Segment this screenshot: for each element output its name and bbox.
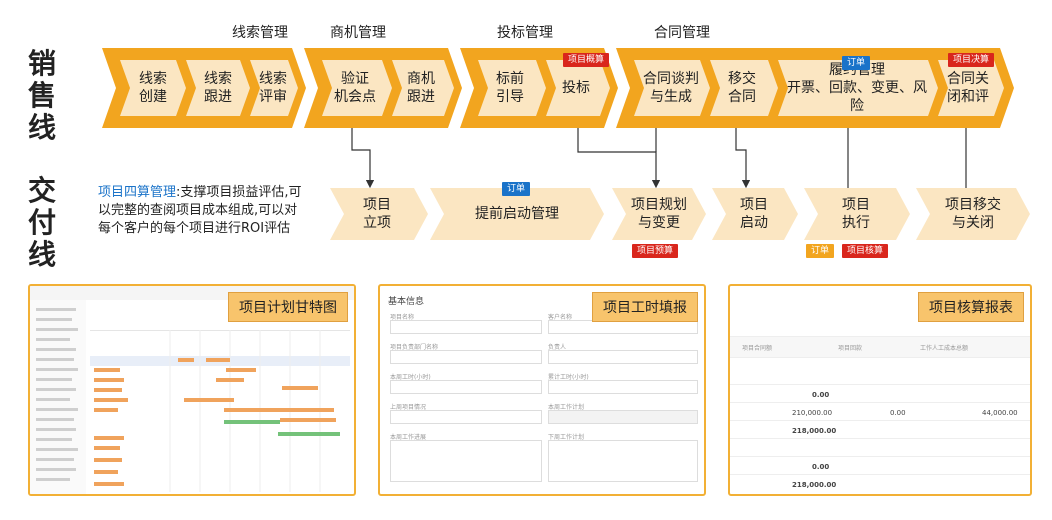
tag-exec-order: 订单 [806, 244, 835, 258]
ts-label-8: 本周工作计划 [548, 404, 585, 411]
timesheet-section: 基本信息 [388, 297, 425, 307]
delivery-chevron-setup [330, 188, 428, 240]
stage-verify-opportunity: 验证 机会点 [334, 71, 376, 105]
acc-value-7: 218,000.00 [792, 481, 837, 489]
tag-project-estimate: 项目概算 [563, 53, 610, 67]
ts-label-2: 客户名称 [548, 314, 573, 321]
tag-early-order: 订单 [502, 182, 531, 196]
group-clue-label: 线索管理 [232, 25, 288, 41]
ts-label-5: 本周工时(小时) [390, 374, 431, 381]
delivery-chevron-kickoff [712, 188, 798, 240]
stage-contract-negotiation: 合同谈判 与生成 [643, 71, 699, 105]
delivery-chevron-execution [804, 188, 910, 240]
gantt-title: 项目计划甘特图 [228, 292, 348, 322]
timesheet-panel: 基本信息 项目名称 客户名称 项目负责部门名称 负责人 本周工时(小时) 累计工… [378, 284, 706, 496]
stage-bidding: 投标 [562, 80, 590, 96]
delivery-line-label: 交 付 线 [27, 174, 56, 271]
acc-value-6: 0.00 [812, 463, 830, 471]
delivery-execution: 项目 执行 [842, 197, 870, 231]
stage-clue-review: 线索 评审 [259, 71, 287, 105]
acc-header-1: 项目合同额 [742, 345, 773, 352]
group-contract-label: 合同管理 [654, 25, 710, 41]
timesheet-title: 项目工时填报 [592, 292, 698, 322]
accounting-panel: 项目合同额 项目回款 工作人工成本总额 0.00 210,000.00 0.00… [728, 284, 1032, 496]
ts-label-7: 上周项目情况 [390, 404, 427, 411]
acc-header-3: 工作人工成本总额 [920, 345, 969, 352]
ts-label-4: 负责人 [548, 344, 567, 351]
stage-handover: 移交 合同 [728, 71, 756, 105]
stage-clue-create: 线索 创建 [139, 71, 167, 105]
ts-label-9: 本周工作进展 [390, 434, 427, 441]
group-bid-label: 投标管理 [497, 25, 553, 41]
four-calculation-description: 项目四算管理:支撑项目损益评估,可以完整的查阅项目成本组成,可以对每个客户的每个… [98, 184, 308, 238]
stage-pre-bid: 标前 引导 [496, 71, 524, 105]
delivery-transfer-close: 项目移交 与关闭 [945, 197, 1001, 231]
delivery-chevron-early [430, 188, 604, 240]
acc-value-4: 44,000.00 [982, 409, 1018, 417]
stage-opportunity-follow: 商机 跟进 [407, 71, 435, 105]
tag-budget: 项目预算 [632, 244, 679, 258]
tag-final-account: 项目决算 [948, 53, 995, 67]
ts-label-3: 项目负责部门名称 [390, 344, 439, 351]
gantt-panel: 项目计划甘特图 [28, 284, 356, 496]
delivery-kickoff: 项目 启动 [740, 197, 768, 231]
accounting-title: 项目核算报表 [918, 292, 1024, 322]
gantt-mock [30, 286, 354, 494]
delivery-chevron-close [916, 188, 1030, 240]
ts-label-6: 累计工时(小时) [548, 374, 589, 381]
delivery-chevron-planning [612, 188, 706, 240]
tag-fulfill-order: 订单 [842, 56, 871, 70]
stage-contract-close: 合同关 闭和评 [947, 71, 989, 105]
delivery-planning: 项目规划 与变更 [631, 197, 687, 231]
acc-value-2: 210,000.00 [792, 409, 833, 417]
description-highlight: 项目四算管理 [98, 185, 177, 200]
acc-header-2: 项目回款 [838, 345, 863, 352]
acc-value-1: 0.00 [812, 391, 830, 399]
sales-line-label: 销 售 线 [27, 47, 56, 144]
acc-value-3: 0.00 [890, 409, 906, 417]
ts-label-1: 项目名称 [390, 314, 415, 321]
group-opportunity-label: 商机管理 [330, 25, 386, 41]
acc-value-5: 218,000.00 [792, 427, 837, 435]
tag-exec-check: 项目核算 [842, 244, 889, 258]
delivery-project-setup: 项目 立项 [363, 197, 391, 231]
description-text: :支撑项目损益评估,可以完整的查阅项目成本组成,可以对每个客户的每个项目进行RO… [98, 185, 302, 236]
delivery-early-start: 提前启动管理 [475, 206, 559, 222]
stage-clue-follow: 线索 跟进 [204, 71, 232, 105]
ts-label-10: 下周工作计划 [548, 434, 585, 441]
